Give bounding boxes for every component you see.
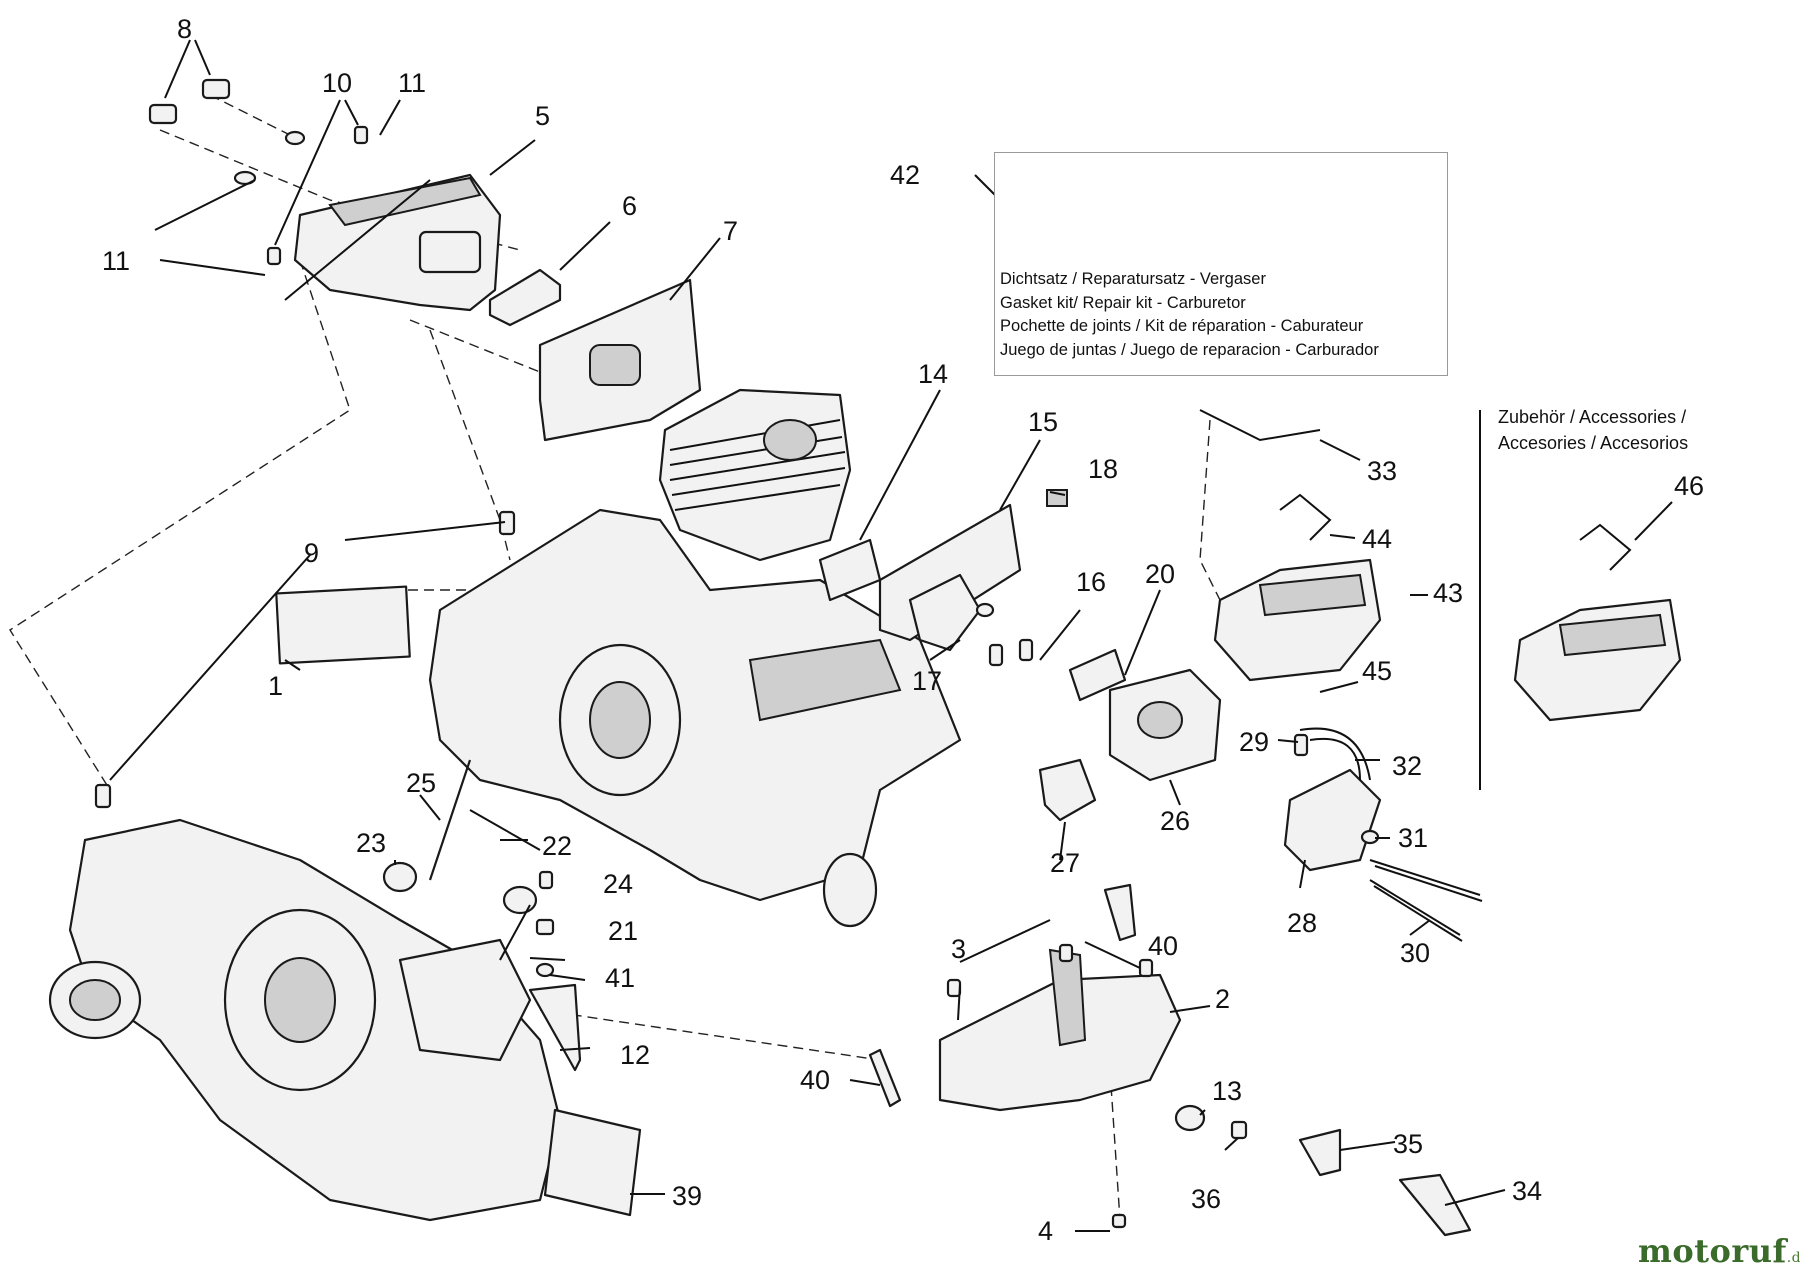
callout-30: 30: [1400, 938, 1430, 968]
callout-41: 41: [605, 963, 635, 993]
callout-24: 24: [603, 869, 633, 899]
callout-13: 13: [1212, 1076, 1242, 1106]
bolt-30b-part: [1369, 879, 1461, 936]
callout-numbers: 1 2 3 4 5 6 7 8 9 10 11 11 12 13 14 15 1…: [102, 14, 1704, 1246]
callout-20: 20: [1145, 559, 1175, 589]
kit-line-es: Juego de juntas / Juego de reparacion - …: [1000, 340, 1379, 359]
callout-11b: 11: [102, 246, 130, 276]
callout-14: 14: [918, 359, 948, 389]
choke-knob-part: [1038, 758, 1097, 822]
callout-12: 12: [620, 1040, 650, 1070]
tube-25-part: [428, 759, 472, 881]
cylinder-part: [658, 388, 852, 562]
callout-5: 5: [535, 101, 550, 131]
filter-plate-part: [543, 1108, 642, 1217]
repair-kit-box: [994, 152, 1448, 376]
watermark-tld: .de: [1786, 1250, 1800, 1266]
callout-17: 17: [912, 666, 942, 696]
filter-base-part: [1283, 768, 1382, 872]
crankcase-upper-part: [428, 508, 962, 928]
bottom-cover-part: [938, 948, 1182, 1112]
watermark-brand: motoruf: [1638, 1232, 1787, 1270]
accessories-line-2: Accesories / Accesorios: [1498, 433, 1689, 453]
callout-11a: 11: [398, 68, 426, 98]
callout-40a: 40: [1148, 931, 1178, 961]
callout-28: 28: [1287, 908, 1317, 938]
accessory-filter-part: [1513, 523, 1682, 722]
callout-42: 42: [890, 160, 920, 190]
carburetor-part: [1068, 648, 1222, 782]
repair-kit-caption: Dichtsatz / Reparatursatz - Vergaser Gas…: [1000, 268, 1446, 362]
callout-31: 31: [1398, 823, 1428, 853]
callout-33: 33: [1367, 456, 1397, 486]
callout-45: 45: [1362, 656, 1392, 686]
kit-line-fr: Pochette de joints / Kit de réparation -…: [1000, 317, 1364, 335]
kit-line-de: Dichtsatz / Reparatursatz - Vergaser: [1000, 270, 1266, 288]
callout-9: 9: [304, 538, 319, 568]
callout-36: 36: [1191, 1184, 1221, 1214]
callout-44: 44: [1362, 524, 1392, 554]
callout-46: 46: [1674, 471, 1704, 501]
bolt-30a-part: [1369, 859, 1481, 896]
callout-27: 27: [1050, 848, 1080, 878]
gasket-part: [488, 268, 562, 327]
kit-line-en: Gasket kit/ Repair kit - Carburetor: [1000, 293, 1246, 312]
label-sticker-part: [275, 585, 411, 665]
fuel-tube-part: [1299, 727, 1371, 781]
accessories-line-1: Zubehör / Accessories /: [1498, 407, 1687, 427]
callout-7: 7: [723, 216, 738, 246]
callout-23: 23: [356, 828, 386, 858]
crankcase-lower-part: [48, 818, 562, 1222]
callout-32: 32: [1392, 751, 1422, 781]
callout-3: 3: [951, 934, 966, 964]
callout-10: 10: [322, 68, 352, 98]
choke-rod-part: [1199, 409, 1321, 442]
callout-2: 2: [1215, 984, 1230, 1014]
callout-34: 34: [1512, 1176, 1542, 1206]
callout-6: 6: [622, 191, 637, 221]
callout-29: 29: [1239, 727, 1269, 757]
watermark-logo: motoruf.de: [1638, 1232, 1800, 1270]
intake-manifold-part: [908, 573, 982, 652]
callout-40b: 40: [800, 1065, 830, 1095]
callout-26: 26: [1160, 806, 1190, 836]
air-filter-part: [1213, 493, 1382, 682]
heat-shield-part: [538, 278, 702, 442]
muffler-part: [284, 173, 502, 312]
callout-21: 21: [608, 916, 638, 946]
callout-1: 1: [268, 671, 283, 701]
callout-15: 15: [1028, 407, 1058, 437]
callout-16: 16: [1076, 567, 1106, 597]
callout-43: 43: [1433, 578, 1463, 608]
callout-4: 4: [1038, 1216, 1053, 1246]
callout-22: 22: [542, 831, 572, 861]
accessories-caption: Zubehör / Accessories / Accesories / Acc…: [1498, 404, 1748, 456]
callout-39: 39: [672, 1181, 702, 1211]
callout-25: 25: [406, 768, 436, 798]
intake-gasket-part: [818, 538, 882, 602]
callout-leaders: [109, 39, 1673, 1232]
screws-hardware: [94, 78, 1472, 1237]
callout-18: 18: [1088, 454, 1118, 484]
callout-35: 35: [1393, 1129, 1423, 1159]
callout-8: 8: [177, 14, 192, 44]
